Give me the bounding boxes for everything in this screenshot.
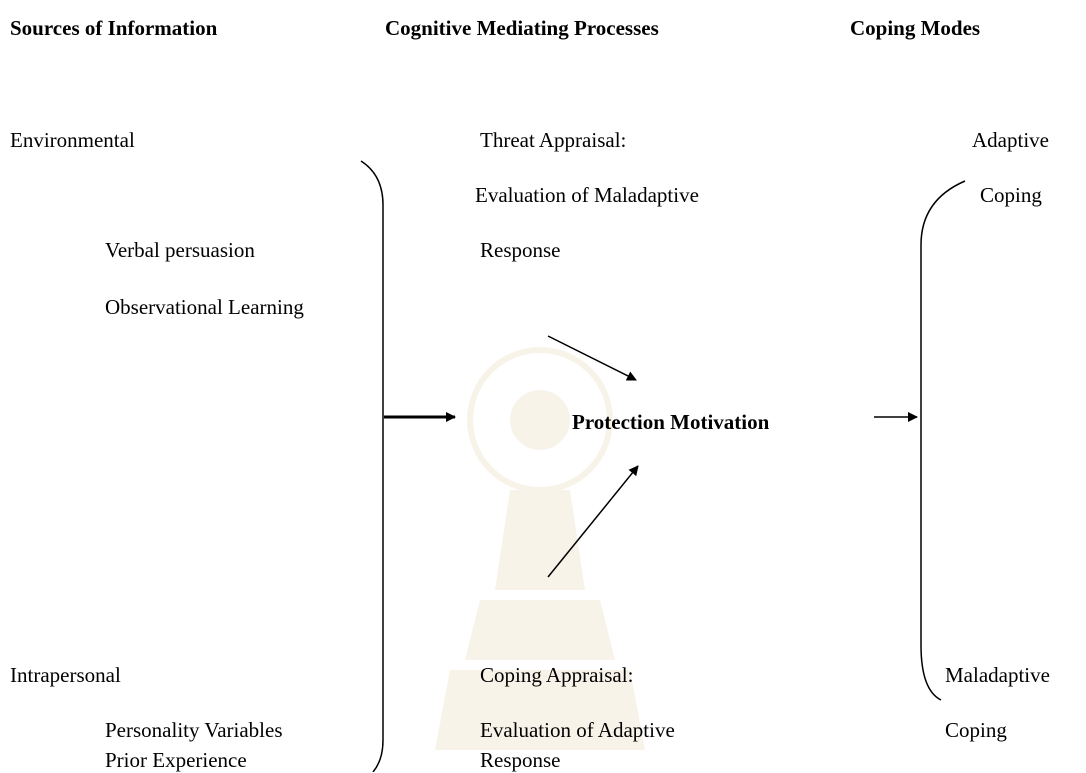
maladaptive-coping-line2: Coping xyxy=(945,718,1007,742)
threat-appraisal-title: Threat Appraisal: xyxy=(480,128,627,152)
source-environmental-label: Environmental xyxy=(10,128,135,152)
header-coping-modes: Coping Modes xyxy=(850,16,981,40)
coping-modes-bracket xyxy=(920,180,966,701)
header-processes: Cognitive Mediating Processes xyxy=(385,16,659,40)
source-environmental-item: Verbal persuasion xyxy=(105,238,255,262)
coping-appraisal-title: Coping Appraisal: xyxy=(480,663,634,687)
source-intrapersonal-item: Personality Variables xyxy=(105,718,283,742)
source-intrapersonal-item: Prior Experience xyxy=(105,748,247,772)
adaptive-coping-line2: Coping xyxy=(980,183,1042,207)
sources-bracket xyxy=(360,160,384,772)
coping-appraisal-line2: Response xyxy=(480,748,561,772)
maladaptive-coping-line1: Maladaptive xyxy=(945,663,1050,687)
protection-motivation-label: Protection Motivation xyxy=(572,410,770,434)
source-intrapersonal-label: Intrapersonal xyxy=(10,663,121,687)
threat-appraisal-line2: Response xyxy=(480,238,561,262)
header-sources: Sources of Information xyxy=(10,16,218,40)
watermark-emblem xyxy=(435,347,645,750)
adaptive-coping-line1: Adaptive xyxy=(972,128,1049,152)
source-environmental-item: Observational Learning xyxy=(105,295,304,319)
threat-appraisal-line1: Evaluation of Maladaptive xyxy=(475,183,699,207)
coping-to-motivation-arrow xyxy=(547,465,639,578)
coping-appraisal-line1: Evaluation of Adaptive xyxy=(480,718,675,742)
threat-to-motivation-arrow xyxy=(547,335,637,381)
